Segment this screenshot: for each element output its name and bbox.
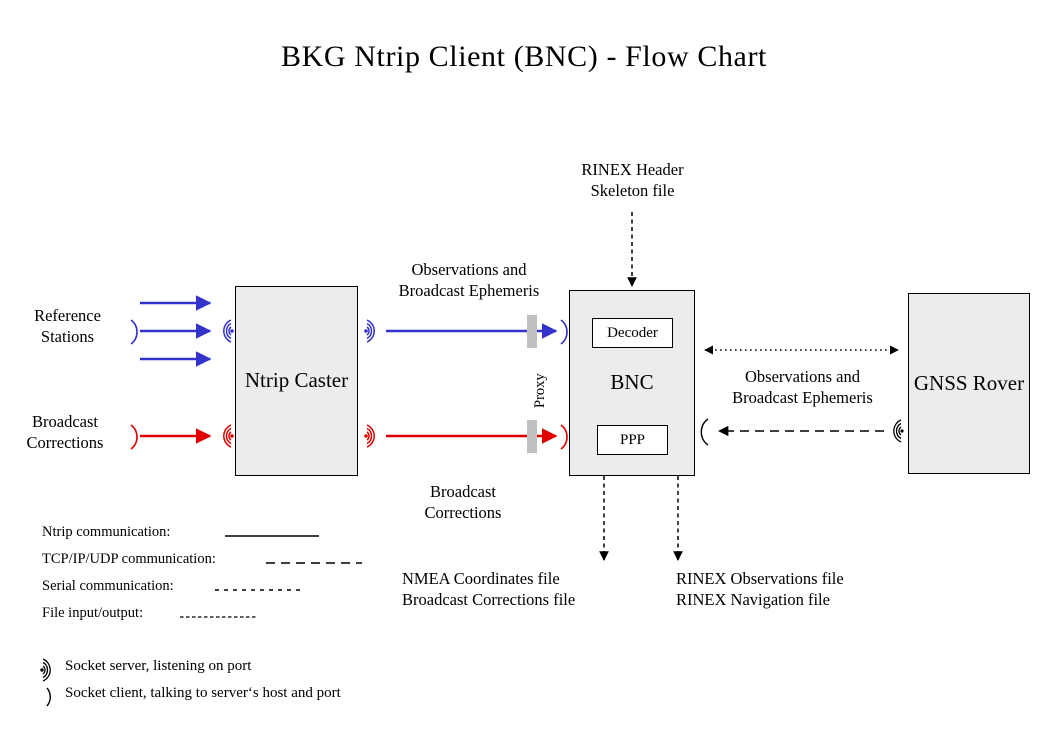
socket-server-icon <box>893 419 904 443</box>
node-gnss-rover-label: GNSS Rover <box>913 370 1025 395</box>
socket-client-icon <box>130 319 138 345</box>
legend-label-socket-server: Socket server, listening on port <box>65 658 252 674</box>
label-observations-ephemeris-rover: Observations and Broadcast Ephemeris <box>732 367 873 408</box>
node-ppp-label: PPP <box>619 431 646 448</box>
node-ntrip-caster[interactable]: Ntrip Caster <box>235 286 358 476</box>
socket-server-icon <box>40 658 51 682</box>
legend-sample-solid <box>225 535 319 537</box>
socket-server-icon <box>223 424 234 448</box>
proxy-bar-corrections <box>527 420 537 453</box>
page-title: BKG Ntrip Client (BNC) - Flow Chart <box>281 40 767 73</box>
proxy-bar-observations <box>527 315 537 348</box>
label-observations-ephemeris-caster: Observations and Broadcast Ephemeris <box>398 260 540 301</box>
node-ppp[interactable]: PPP <box>597 425 668 455</box>
label-rinex-outputs: RINEX Observations file RINEX Navigation… <box>676 569 844 610</box>
legend-label-socket-client: Socket client, talking to server‘s host … <box>65 685 341 701</box>
socket-client-icon <box>130 424 138 450</box>
legend-sample-medium-dash <box>215 589 300 591</box>
reference-station-arrows <box>140 295 212 367</box>
legend-label-ntrip: Ntrip communication: <box>42 524 171 540</box>
legend-label-serial: Serial communication: <box>42 578 174 594</box>
legend-label-file-io: File input/output: <box>42 605 144 621</box>
legend-label-tcpip: TCP/IP/UDP communication: <box>42 551 216 567</box>
socket-client-icon <box>560 319 568 345</box>
label-reference-stations: Reference Stations <box>34 306 101 347</box>
socket-server-icon <box>364 424 375 448</box>
socket-client-icon <box>46 687 51 707</box>
socket-client-icon <box>700 418 709 446</box>
node-ntrip-caster-label: Ntrip Caster <box>244 368 349 393</box>
legend-sample-long-dash <box>266 562 362 564</box>
label-broadcast-corrections-input: Broadcast Corrections <box>26 412 104 453</box>
socket-client-icon <box>560 424 568 450</box>
node-decoder[interactable]: Decoder <box>592 318 673 348</box>
label-nmea-outputs: NMEA Coordinates file Broadcast Correcti… <box>402 569 576 610</box>
node-gnss-rover[interactable]: GNSS Rover <box>908 293 1030 474</box>
label-rinex-header-skeleton: RINEX Header Skeleton file <box>581 160 684 201</box>
label-broadcast-corrections-caster: Broadcast Corrections <box>424 482 502 523</box>
socket-server-icon <box>223 319 234 343</box>
legend-sample-fine-dash <box>180 616 258 618</box>
socket-server-icon <box>364 319 375 343</box>
node-decoder-label: Decoder <box>607 324 658 341</box>
node-bnc-label: BNC <box>610 370 654 395</box>
proxy-label: Proxy <box>532 373 548 408</box>
